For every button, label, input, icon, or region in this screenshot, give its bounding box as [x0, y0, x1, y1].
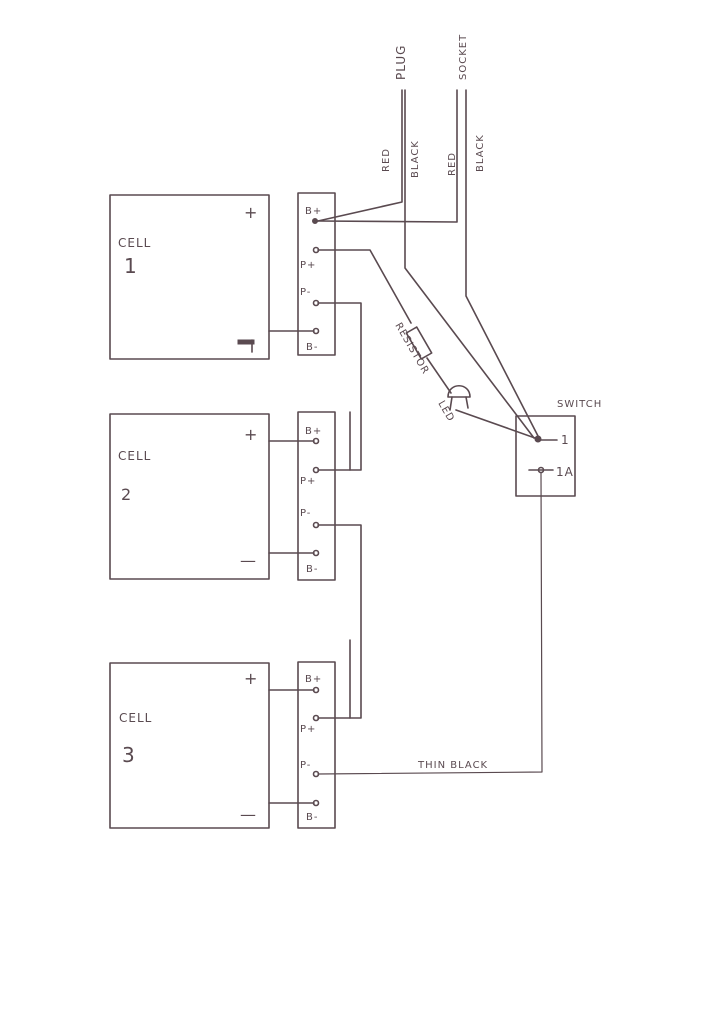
- cell-1-body: [109, 194, 270, 360]
- terminal-strip-3-b-minus-label: B-: [306, 812, 318, 823]
- terminal-strip-1-b-minus-label: B-: [306, 342, 318, 353]
- switch-label: SWITCH: [557, 399, 602, 410]
- cell-3-label: CELL: [119, 711, 152, 725]
- cell-3-body: [109, 662, 270, 829]
- resistor: [405, 326, 433, 360]
- cell-3-minus-sign: —: [240, 805, 257, 824]
- cell-2-plus-sign: +: [244, 425, 258, 444]
- terminal-strip-1-p-minus-label: P-: [300, 287, 311, 298]
- terminal-strip-2-b-plus-label: B+: [305, 426, 322, 437]
- thin-black-label: THIN BLACK: [417, 760, 488, 771]
- plug-red-wire: [317, 89, 403, 222]
- p-plus-to-resistor-wire: [317, 249, 412, 324]
- cell-1-number: 1: [124, 254, 138, 278]
- terminal-strip-2-b-minus-label: B-: [306, 564, 318, 575]
- switch-body: [515, 415, 576, 497]
- cell-1-label: CELL: [118, 236, 151, 250]
- terminal-strip-1-body: [297, 192, 336, 356]
- plug-socket-leads: PLUG SOCKET RED BLACK RED BLACK: [317, 34, 539, 439]
- link-strip1-p-minus-to-strip2-p-plus: [317, 302, 362, 471]
- terminal-strip-2: B+ P+ P- B-: [297, 411, 336, 581]
- switch-pin-1-label: 1: [561, 433, 570, 447]
- socket-red-label: RED: [447, 152, 458, 176]
- resistor-to-led-wire: [426, 357, 452, 394]
- strip-links: [317, 302, 362, 719]
- terminal-strip-2-body: [297, 411, 336, 581]
- led-leg-b: [465, 396, 469, 409]
- terminal-strip-3-p-minus-label: P-: [300, 760, 311, 771]
- plug-label: PLUG: [394, 45, 408, 80]
- socket-black-label: BLACK: [475, 134, 486, 172]
- cell-3: CELL 3 + —: [109, 662, 270, 829]
- terminal-strip-3-p-plus-label: P+: [300, 724, 316, 735]
- resistor-led-branch: RESISTOR LED: [317, 249, 536, 439]
- switch-pin-1: [534, 435, 542, 443]
- socket-red-wire: [317, 89, 458, 223]
- switch-pin-1a-label: 1A: [556, 465, 574, 479]
- led-label: LED: [435, 399, 456, 424]
- cell-3-plus-sign: +: [244, 669, 258, 688]
- cell-1: CELL 1 +: [109, 194, 270, 360]
- led-leg-a: [449, 396, 453, 411]
- terminal-strip-1-p-plus-label: P+: [300, 260, 316, 271]
- thin-black-wire: [317, 472, 543, 775]
- led-to-switch-wire: [455, 409, 536, 439]
- cell-1-plus-sign: +: [244, 203, 258, 222]
- cell-2-label: CELL: [118, 449, 151, 463]
- cell-2-minus-sign: —: [240, 551, 257, 570]
- terminal-strip-1-b-plus-pin: [312, 218, 318, 224]
- plug-black-label: BLACK: [410, 140, 421, 178]
- plug-black-wire: [404, 89, 535, 439]
- link-strip2-p-minus-to-strip3-p-plus: [317, 524, 362, 719]
- cell-2: CELL 2 + —: [109, 413, 270, 580]
- terminal-strip-1-b-plus-label: B+: [305, 206, 322, 217]
- socket-label: SOCKET: [458, 34, 469, 80]
- terminal-strip-1: B+ P+ P- B-: [297, 192, 336, 356]
- terminal-strip-3-body: [297, 661, 336, 829]
- switch: SWITCH 1 1A: [515, 399, 602, 497]
- plug-red-label: RED: [381, 148, 392, 172]
- cell-3-number: 3: [122, 743, 136, 767]
- terminal-strip-2-p-minus-label: P-: [300, 508, 311, 519]
- cell-leads: [268, 330, 315, 804]
- socket-black-wire: [465, 89, 539, 437]
- cell-2-body: [109, 413, 270, 580]
- terminal-strip-3-b-plus-label: B+: [305, 674, 322, 685]
- thin-black-return: THIN BLACK: [317, 472, 543, 775]
- led-icon: [447, 384, 471, 398]
- terminal-strip-2-p-plus-label: P+: [300, 476, 316, 487]
- cell-1-minus-sign: [237, 339, 255, 345]
- cell-2-number: 2: [121, 485, 132, 504]
